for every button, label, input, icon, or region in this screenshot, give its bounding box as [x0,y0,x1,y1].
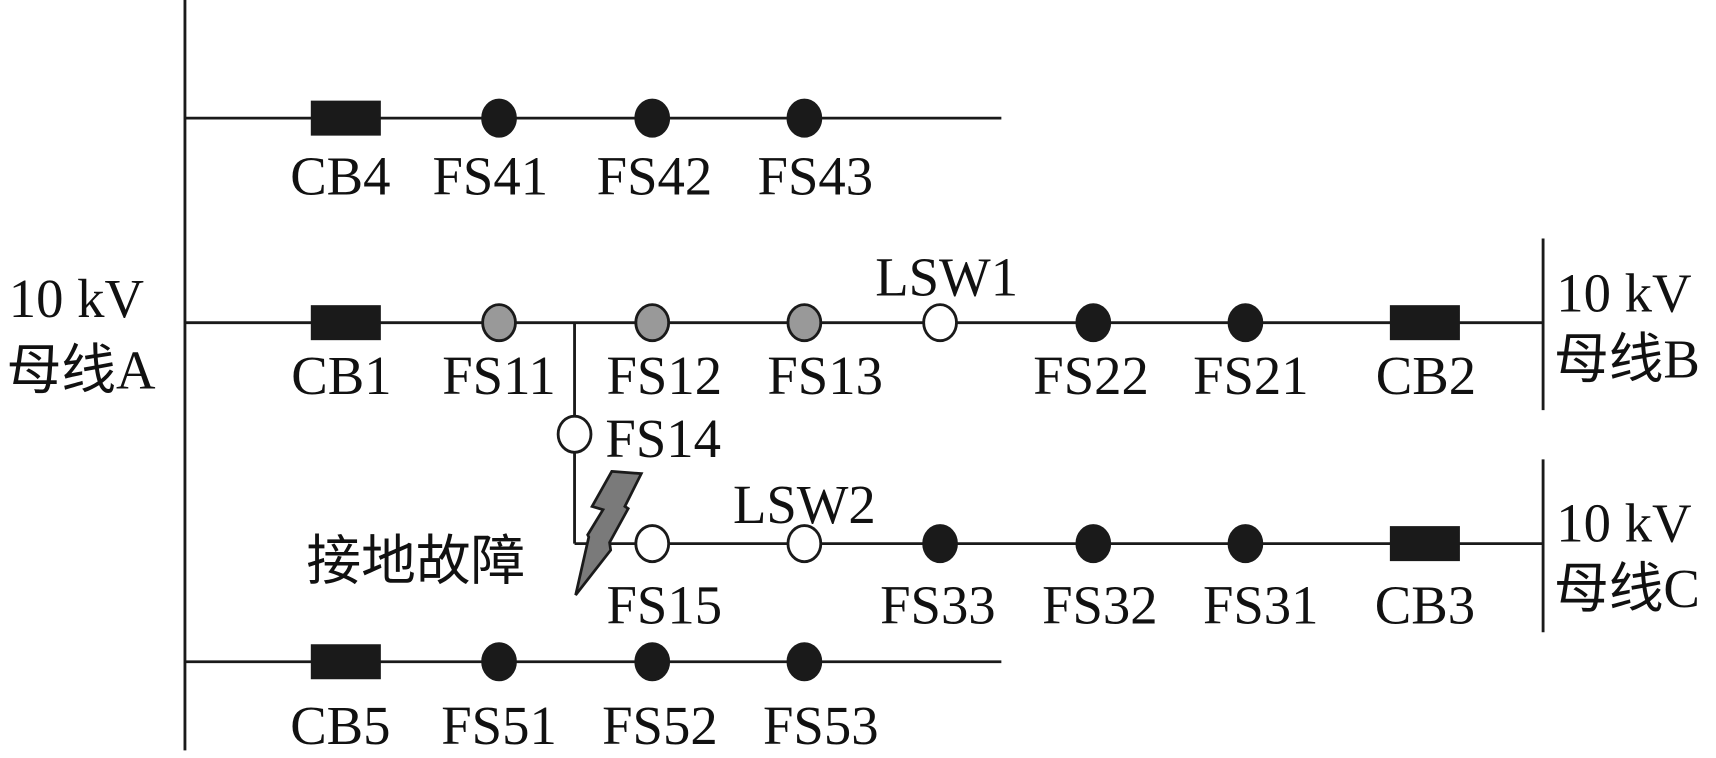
sectional-switch-fs15 [634,524,671,564]
label-cb2: CB2 [1376,345,1476,406]
sectional-switch-fs42 [634,98,671,138]
sectional-switch-fs14 [556,414,593,454]
label-fs41: FS41 [433,146,549,207]
label-cb4: CB4 [290,146,390,207]
label-fs51: FS51 [441,695,557,756]
circuit-breaker-cb4 [310,100,381,136]
label-fs13: FS13 [767,345,883,406]
bus-a-name: 母线A [7,339,156,400]
sectional-switch-fs53 [786,642,823,682]
sectional-switch-fs51 [481,642,517,682]
label-lsw2: LSW2 [733,474,876,535]
circuit-breaker-cb1 [310,305,381,341]
sectional-switch-fs21 [1227,303,1264,343]
label-fs22: FS22 [1033,345,1149,406]
sectional-switch-fs31 [1227,524,1264,564]
label-cb3: CB3 [1375,574,1475,635]
bus-b-name: 母线B [1554,328,1700,389]
label-fs21: FS21 [1193,345,1309,406]
tie-switch-lsw1 [922,303,958,343]
circuit-breaker-cb3 [1389,526,1460,562]
bus-a-voltage: 10 kV [9,268,144,329]
label-fs33: FS33 [880,574,996,635]
circuit-breaker-cb2 [1389,305,1460,341]
sectional-switch-fs13 [786,303,823,343]
label-fs42: FS42 [597,146,713,207]
bus-c-name: 母线C [1554,558,1700,619]
bus-c-voltage: 10 kV [1556,492,1691,553]
label-fs11: FS11 [442,345,556,406]
label-fs15: FS15 [607,574,723,635]
sectional-switch-fs33 [922,524,958,564]
sectional-switch-fs22 [1075,303,1112,343]
sectional-switch-fs41 [481,98,517,138]
label-fs43: FS43 [758,146,874,207]
label-fs12: FS12 [607,345,723,406]
label-fs31: FS31 [1203,574,1319,635]
fault-lightning-icon [574,469,644,596]
label-cb1: CB1 [291,345,391,406]
label-fs53: FS53 [763,695,879,756]
sectional-switch-fs43 [786,98,823,138]
tie-switch-lsw2 [786,524,823,564]
sectional-switch-fs52 [634,642,671,682]
bus-b-voltage: 10 kV [1556,263,1691,324]
label-lsw1: LSW1 [875,246,1018,307]
label-fs52: FS52 [602,695,718,756]
circuit-breaker-cb5 [310,644,381,680]
sectional-switch-fs32 [1075,524,1112,564]
sectional-switch-fs12 [634,303,671,343]
sectional-switch-fs11 [481,303,517,343]
label-fs32: FS32 [1042,574,1158,635]
label-fs14: FS14 [605,408,721,469]
label-cb5: CB5 [290,695,390,756]
fault-label: 接地故障 [306,531,525,592]
